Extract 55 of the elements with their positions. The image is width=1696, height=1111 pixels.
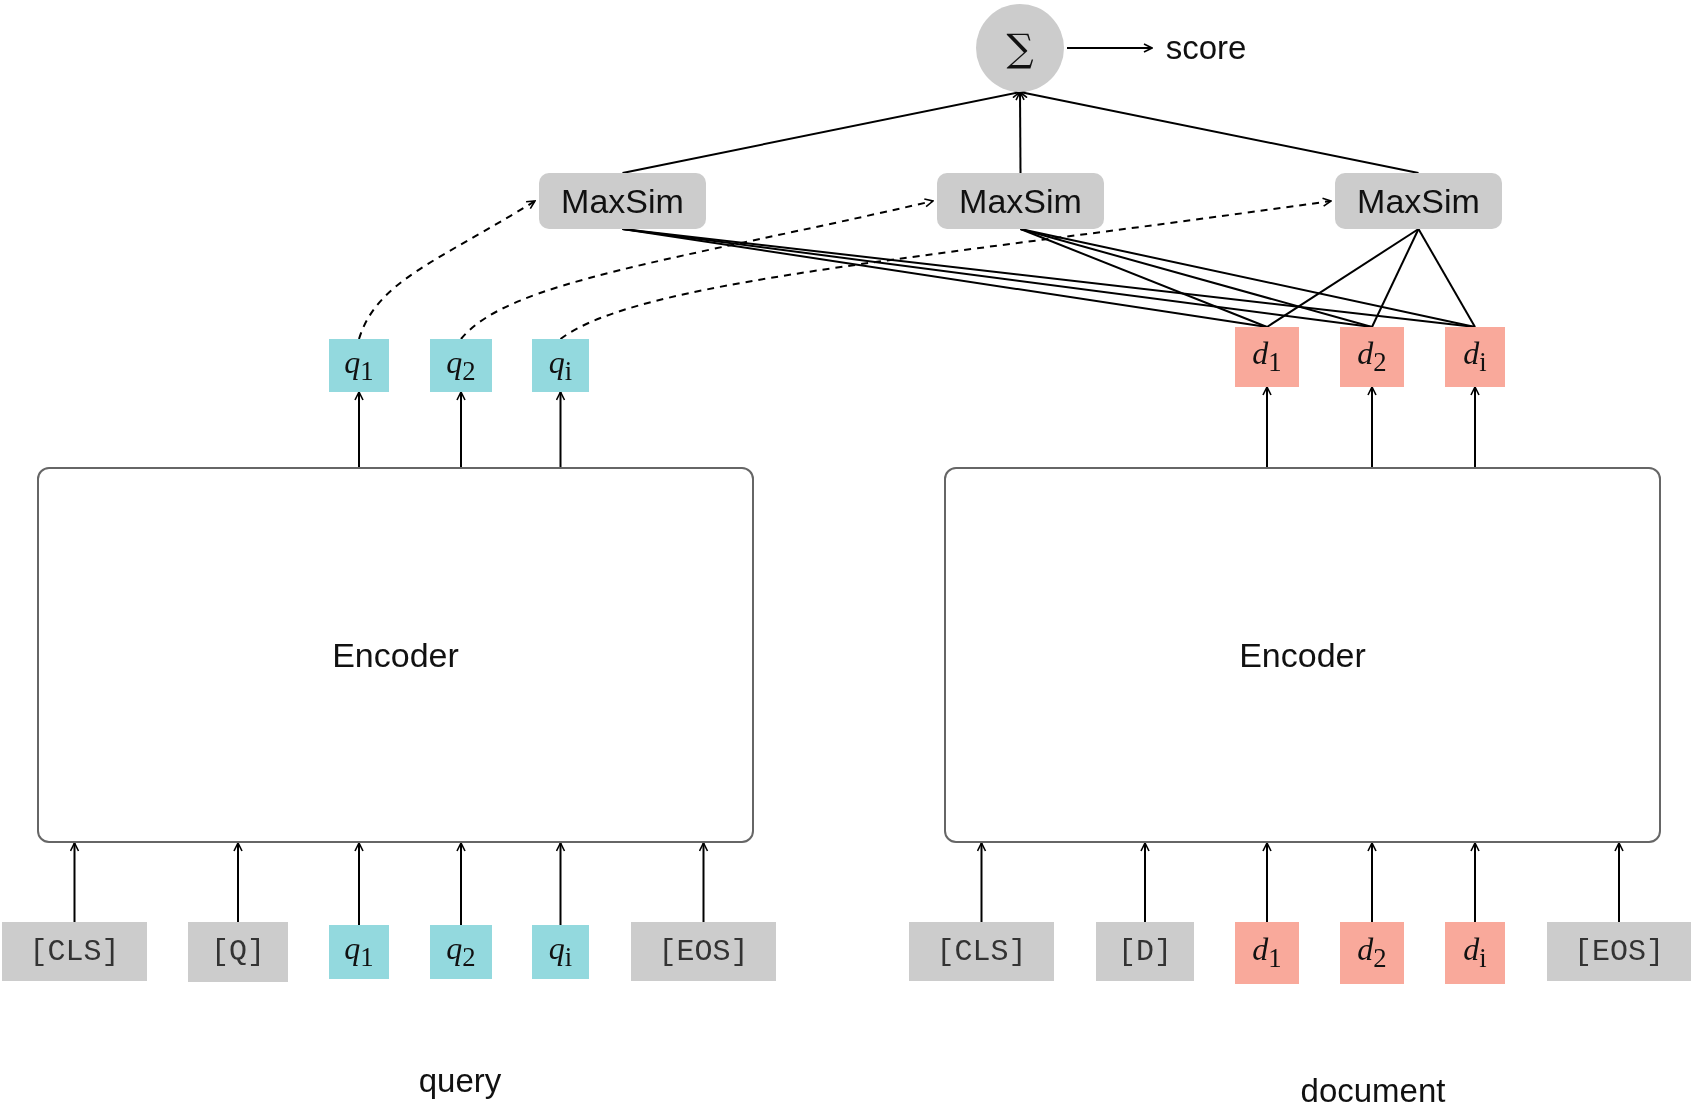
query-token-box: q$_{2}$ [430, 925, 492, 979]
arrow [1262, 386, 1272, 468]
special-token-box: [CLS] [909, 922, 1054, 981]
arrow [555, 842, 566, 926]
arrow [976, 842, 987, 923]
arrow [1262, 842, 1272, 923]
document-token-box: d$_{1}$ [1235, 922, 1299, 984]
arrow [354, 391, 364, 468]
arrow [698, 842, 709, 923]
query-token-box: q$_{i}$ [532, 925, 589, 979]
maxsim-box: MaxSim [937, 173, 1104, 229]
connector-line [1417, 228, 1476, 328]
document-token-box: d$_{1}$ [1235, 327, 1299, 387]
document-token-box: d$_{i}$ [1445, 922, 1505, 984]
query-token-box: q$_{1}$ [329, 925, 389, 979]
arrow [1367, 842, 1377, 923]
sum-circle: ∑ [976, 4, 1064, 92]
connector-line [1019, 228, 1373, 328]
connector-line [1266, 228, 1420, 328]
arrow [1470, 842, 1480, 923]
document-token-box: d$_{2}$ [1340, 327, 1404, 387]
maxsim-box: MaxSim [1335, 173, 1502, 229]
encoder-box: Encoder [37, 467, 754, 843]
arrow [1140, 842, 1150, 923]
document-token-box: d$_{i}$ [1445, 327, 1505, 387]
caption-text: document [1300, 1072, 1446, 1110]
special-token-box: [D] [1096, 922, 1194, 981]
arrow [456, 391, 466, 468]
arrow [69, 842, 80, 923]
document-token-box: d$_{2}$ [1340, 922, 1404, 984]
arrow [233, 842, 243, 923]
dashed-arrow [358, 200, 536, 340]
connector-line [1371, 228, 1420, 328]
special-token-box: [EOS] [631, 922, 776, 981]
query-token-box: q$_{1}$ [329, 339, 389, 392]
arrow [354, 842, 364, 926]
caption-text: query [418, 1062, 502, 1100]
dashed-arrow [559, 197, 1332, 340]
arrow [1367, 386, 1377, 468]
query-token-box: q$_{i}$ [532, 339, 589, 392]
arrow [1470, 386, 1480, 468]
arrow [1614, 842, 1624, 923]
maxsim-box: MaxSim [539, 173, 706, 229]
arrow [1066, 43, 1153, 53]
output-text: score [1156, 26, 1256, 70]
arrow [456, 842, 466, 926]
connector-line [1019, 228, 1476, 328]
special-token-box: [EOS] [1547, 922, 1691, 981]
encoder-box: Encoder [944, 467, 1661, 843]
special-token-box: [CLS] [2, 922, 147, 981]
special-token-box: [Q] [188, 922, 288, 982]
arrow [555, 391, 566, 468]
dashed-arrow [460, 198, 934, 340]
query-token-box: q$_{2}$ [430, 339, 492, 392]
arrow [1015, 91, 1025, 174]
